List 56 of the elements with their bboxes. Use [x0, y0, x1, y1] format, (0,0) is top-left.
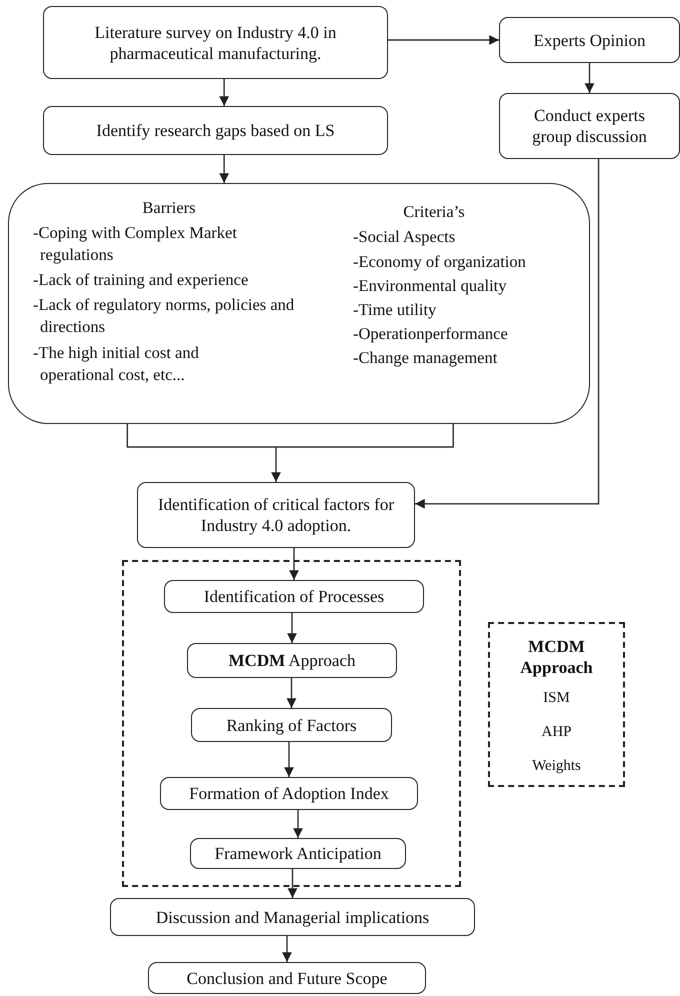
arrow [415, 159, 600, 509]
arrow [388, 35, 499, 45]
box-label: Identification of critical factors for Industry 4.0 adoption. [157, 494, 395, 536]
dashed-group-box [122, 560, 461, 887]
arrow [219, 79, 230, 106]
list-item: Weights [532, 757, 581, 776]
box-label: Identify research gaps based on LS [96, 120, 335, 141]
arrow [282, 936, 292, 962]
dashed-legend-box [488, 622, 625, 787]
panel-heading: MCDM Approach [519, 636, 594, 678]
list-item: -Environmental quality [353, 275, 508, 297]
rounded-box [8, 183, 590, 424]
arrow [289, 548, 299, 580]
list-item: -Coping with Complex Market regulations [33, 222, 238, 266]
arrow [126, 423, 454, 483]
process-box [499, 93, 680, 159]
arrow [219, 155, 230, 183]
list-heading: Barriers [141, 197, 197, 219]
process-box [164, 580, 424, 613]
box-label: MCDM Approach [228, 650, 356, 671]
box-label: Experts Opinion [534, 30, 646, 50]
list-item: AHP [541, 723, 572, 742]
list-item: -Social Aspects [353, 226, 456, 248]
arrow [293, 810, 303, 838]
process-box [148, 962, 426, 994]
arrow [288, 869, 298, 898]
arrow [584, 63, 594, 93]
box-label: Conclusion and Future Scope [186, 968, 388, 988]
box-label: Framework Anticipation [214, 843, 382, 864]
box-label: Ranking of Factors [226, 714, 357, 736]
list-item: -Change management [353, 347, 498, 369]
process-box [187, 643, 397, 678]
process-box [499, 17, 680, 63]
arrow [287, 613, 297, 643]
process-box [110, 898, 475, 936]
arrow [284, 742, 294, 777]
process-box [191, 708, 392, 742]
process-box [137, 482, 415, 548]
list-item: ISM [543, 689, 570, 708]
process-box [43, 6, 388, 79]
list-item: -Lack of regulatory norms, policies and directions [33, 294, 296, 338]
list-item: -Economy of organization [353, 251, 527, 273]
arrow [286, 678, 296, 708]
list-item: -Lack of training and experience [33, 269, 250, 291]
box-label: Identification of Processes [204, 586, 384, 607]
box-label: Formation of Adoption Index [189, 783, 389, 804]
list-item: -The high initial cost and operational cost, etc... [33, 342, 200, 386]
process-box [160, 777, 418, 810]
list-heading: Criteria’s [402, 201, 466, 223]
box-label: Discussion and Managerial implications [156, 906, 430, 928]
box-label: Conduct experts group discussion [531, 105, 648, 147]
box-label: Literature survey on Industry 4.0 in pharmaceutical manufacturing. [94, 22, 338, 64]
list-item: -Operationperformance [353, 323, 509, 345]
list-item: -Time utility [353, 299, 438, 321]
process-box [190, 838, 406, 869]
process-box [43, 106, 388, 155]
